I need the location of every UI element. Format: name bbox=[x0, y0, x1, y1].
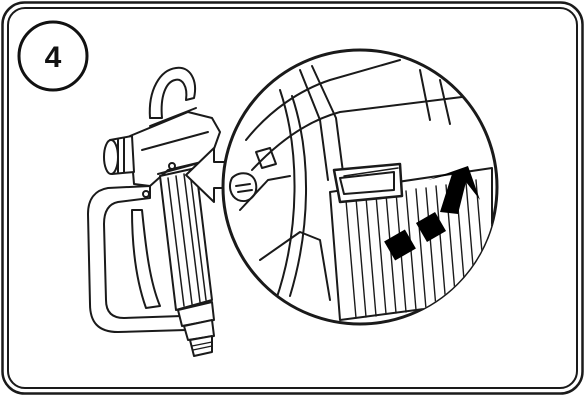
step-number: 4 bbox=[45, 41, 62, 74]
spray-gun-illustration bbox=[88, 68, 220, 356]
step-badge: 4 bbox=[19, 22, 87, 90]
